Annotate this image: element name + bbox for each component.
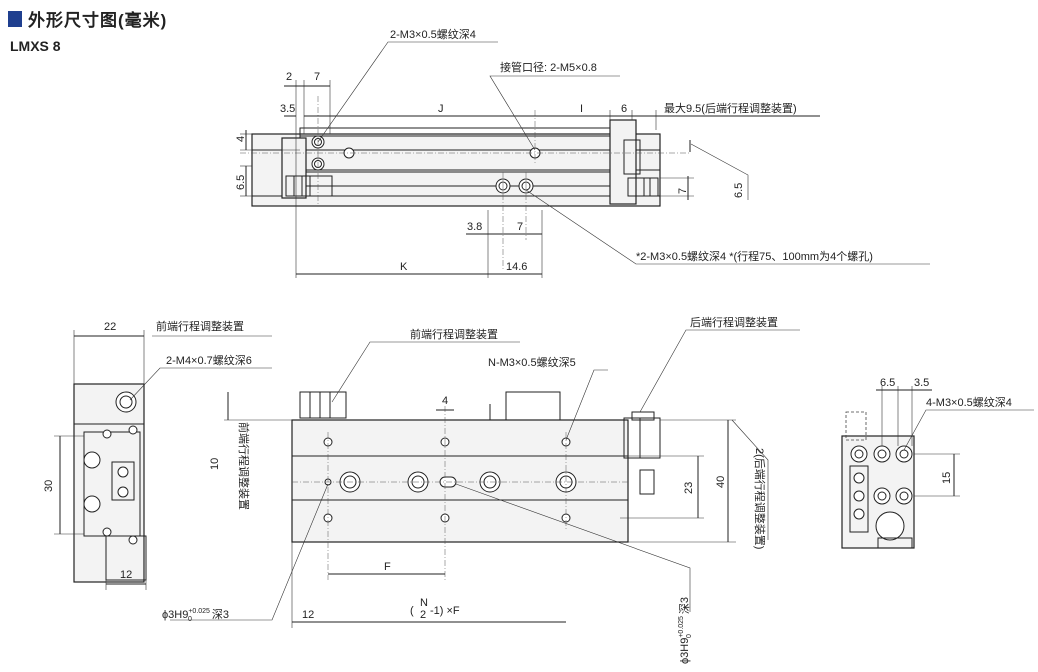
top-view-front-adjuster [285, 175, 333, 197]
front-dim-40: 40 [715, 476, 727, 488]
dim-6: 6 [621, 103, 627, 115]
front-hole-right: ϕ3H9+0.0250深3 [678, 597, 693, 664]
top-view-rear-block [609, 119, 637, 205]
page-title: 外形尺寸图(毫米) [28, 11, 168, 30]
top-callout-thread-bottom: *2-M3×0.5螺纹深4 *(行程75、100mm为4个螺孔) [636, 249, 873, 263]
top-callout-max-stroke: 最大9.5(后端行程调整装置) [664, 101, 797, 115]
front-pitch-N: N [420, 597, 428, 609]
top-callout-pipe-port: 接管口径: 2-M5×0.8 [500, 60, 597, 74]
front-dim-12: 12 [302, 609, 314, 621]
dim-3-5: 3.5 [280, 103, 295, 115]
front-view: 前端行程调整装置 N-M3×0.5螺纹深5 后端行程调整装置 4 10 前端行程… [162, 315, 800, 664]
title-marker-icon [8, 10, 22, 27]
front-dim-F: F [384, 561, 391, 573]
top-callout-thread: 2-M3×0.5螺纹深4 [390, 27, 476, 41]
dim-7-right: 7 [677, 188, 689, 194]
dim-I: I [580, 103, 583, 115]
left-dim-22: 22 [104, 321, 116, 333]
right-dim-15: 15 [941, 472, 953, 484]
right-view: 6.5 3.5 4-M3×0.5螺纹深4 15 [841, 377, 1034, 549]
dim-6-5-left: 6.5 [235, 175, 247, 190]
front-view-front-adjuster [299, 391, 347, 419]
front-view-port-block [505, 391, 561, 421]
dim-K: K [400, 261, 408, 273]
right-callout-m3: 4-M3×0.5螺纹深4 [926, 395, 1012, 409]
top-view: 2-M3×0.5螺纹深4 接管口径: 2-M5×0.8 最大9.5(后端行程调整… [235, 27, 930, 278]
right-dim-3-5: 3.5 [914, 377, 929, 389]
front-dim-23: 23 [683, 482, 695, 494]
dim-7-bottom: 7 [517, 221, 523, 233]
left-view: 22 前端行程调整装置 2-M4×0.7螺纹深6 30 12 [43, 319, 272, 590]
front-label-rear-adjust: 2(后端行程调整装置) [753, 448, 767, 549]
dim-7-top: 7 [314, 71, 320, 83]
front-pitch-formula: -1) ×F [430, 605, 460, 617]
left-view-body [73, 383, 145, 583]
model-name: LMXS 8 [10, 38, 61, 54]
left-dim-30: 30 [43, 480, 55, 492]
header: 外形尺寸图(毫米) [8, 6, 167, 31]
left-callout-front-adjust: 前端行程调整装置 [156, 319, 244, 333]
front-pitch-two: 2 [420, 609, 426, 621]
front-pitch-open: ( [410, 605, 414, 617]
front-view-rear-adjuster [623, 417, 661, 459]
right-dim-6-5: 6.5 [880, 377, 895, 389]
title-row: 外形尺寸图(毫米) [8, 6, 167, 31]
dim-14-6: 14.6 [506, 261, 527, 273]
top-view-rear-adjuster [627, 177, 659, 197]
left-callout-m4: 2-M4×0.7螺纹深6 [166, 353, 252, 367]
dim-J: J [438, 103, 444, 115]
front-callout-front-adjust: 前端行程调整装置 [410, 327, 498, 341]
front-callout-rear-adjust: 后端行程调整装置 [690, 315, 778, 329]
front-callout-n-thread: N-M3×0.5螺纹深5 [488, 355, 576, 369]
dim-4-left: 4 [235, 136, 247, 142]
front-dim-4: 4 [442, 395, 448, 407]
front-dim-10: 10 [209, 458, 221, 470]
right-view-dashed-adjuster [845, 411, 867, 441]
front-label-front-adjust: 前端行程调整装置 [237, 422, 251, 510]
dim-6-5-right: 6.5 [733, 183, 745, 198]
dim-2: 2 [286, 71, 292, 83]
dim-3-8: 3.8 [467, 221, 482, 233]
left-dim-12: 12 [120, 569, 132, 581]
